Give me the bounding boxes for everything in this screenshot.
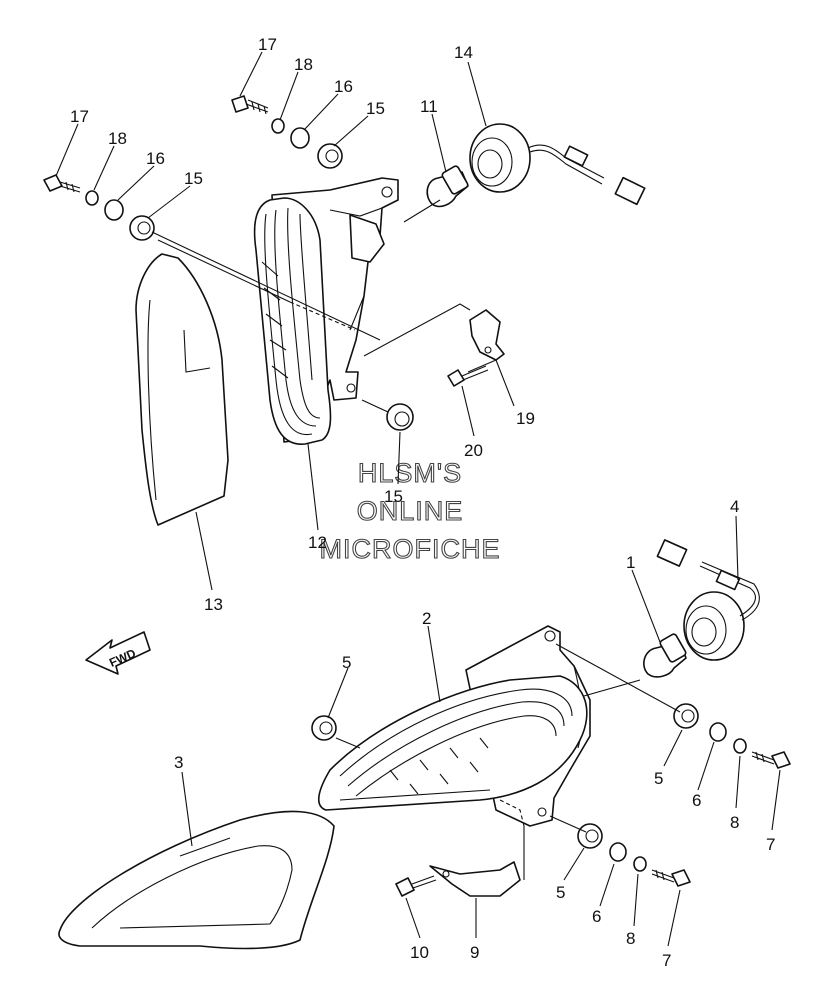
front-lamp-assembly: [58, 539, 791, 950]
callout-15: 15: [384, 487, 403, 506]
fastener-stack-upper-left: [43, 174, 155, 241]
callout-16: 16: [334, 77, 353, 96]
callout-1: 1: [626, 553, 635, 572]
callout-8: 8: [730, 813, 739, 832]
callout-5: 5: [556, 883, 565, 902]
front-cover-3: [58, 810, 335, 950]
callout-18: 18: [294, 55, 313, 74]
fwd-arrow-icon: FWD: [85, 631, 151, 675]
callout-13: 13: [204, 595, 223, 614]
socket-4: [656, 539, 760, 661]
rear-lamp-assembly: [43, 95, 646, 526]
bracket-9: [429, 861, 521, 897]
bracket-19: [469, 309, 505, 361]
callout-20: 20: [464, 441, 483, 460]
callout-6: 6: [592, 907, 601, 926]
callout-15: 15: [184, 169, 203, 188]
callout-2: 2: [422, 609, 431, 628]
callout-5: 5: [654, 769, 663, 788]
callout-8: 8: [626, 929, 635, 948]
fastener-stack-front-upper: [673, 703, 791, 769]
fastener-stack-upper-right: [231, 95, 343, 169]
watermark: HLSM'S ONLINE MICROFICHE: [319, 457, 501, 564]
front-lens-2: [318, 675, 588, 811]
grommet-15: [386, 403, 414, 431]
callout-11: 11: [420, 97, 438, 116]
callout-15: 15: [366, 99, 385, 118]
callout-16: 16: [146, 149, 165, 168]
callout-18: 18: [108, 129, 127, 148]
callout-17: 17: [258, 35, 277, 54]
screw-10: [395, 877, 415, 897]
callout-4: 4: [730, 497, 739, 516]
callout-10: 10: [410, 943, 429, 962]
callout-14: 14: [454, 43, 473, 62]
callout-3: 3: [174, 753, 183, 772]
fastener-stack-front-lower: [577, 823, 691, 887]
callout-6: 6: [692, 791, 701, 810]
svg-text:MICROFICHE: MICROFICHE: [320, 534, 501, 564]
callout-7: 7: [662, 951, 671, 970]
callout-9: 9: [470, 943, 479, 962]
callout-19: 19: [516, 409, 535, 428]
callout-12: 12: [308, 533, 327, 552]
svg-text:ONLINE: ONLINE: [357, 496, 464, 526]
svg-text:HLSM'S: HLSM'S: [358, 458, 462, 488]
rear-cover-13: [135, 253, 229, 526]
rear-lens-12: [253, 197, 332, 445]
socket-14: [469, 123, 646, 206]
leader-lines: [55, 51, 781, 947]
callout-7: 7: [766, 835, 775, 854]
callout-17: 17: [70, 107, 89, 126]
callout-labels: 17 18 16 15 14 11 17 18 16 15 19 20 15 1…: [70, 35, 775, 970]
screw-20: [447, 369, 465, 387]
callout-5: 5: [342, 653, 351, 672]
